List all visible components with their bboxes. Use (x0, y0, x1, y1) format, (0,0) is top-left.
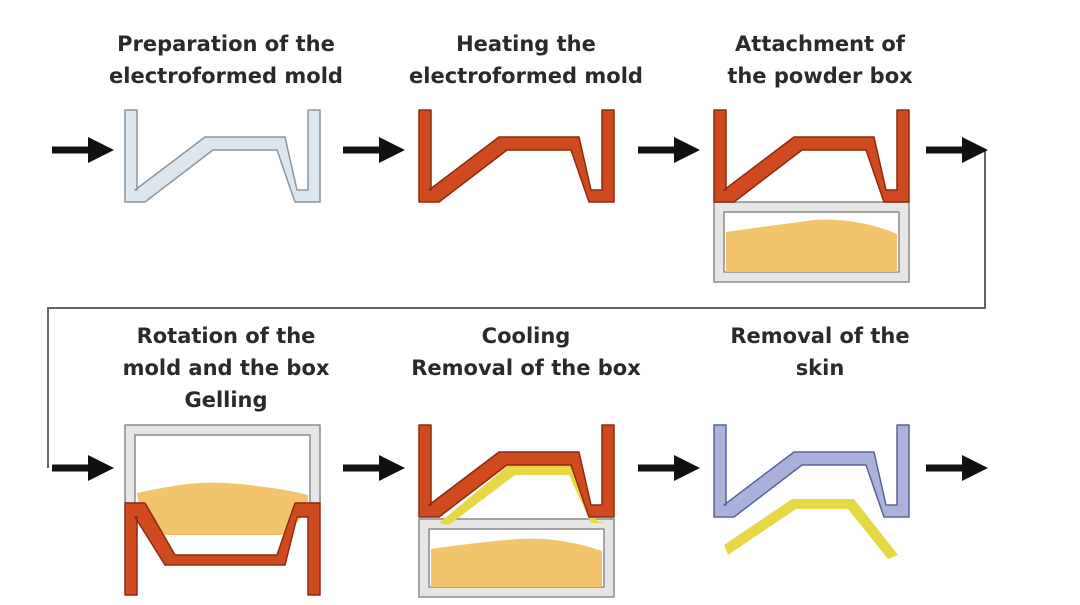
step-6-label-line-1: Removal of the (730, 324, 910, 348)
step-4-powder (137, 482, 308, 535)
step-6-skin (724, 499, 898, 559)
arrow-icon (926, 455, 988, 481)
step-2-label-line-2: electroformed mold (409, 64, 643, 88)
arrow-icon (638, 455, 700, 481)
step-3-powder-box (713, 201, 910, 283)
step-4-label: Rotation of the mold and the box Gelling (70, 320, 382, 416)
step-6-assembly (713, 424, 910, 559)
step-3-label-line-1: Attachment of (735, 32, 905, 56)
step-1-label-line-2: electroformed mold (109, 64, 343, 88)
arrow-icon (52, 455, 114, 481)
arrow-icon (52, 137, 114, 163)
step-5-mold (418, 424, 615, 518)
arrow-icon (343, 455, 405, 481)
step-5-skin (439, 465, 605, 525)
row-connector-line (47, 150, 986, 468)
step-4-label-line-3: Gelling (184, 388, 268, 412)
step-6-mold (713, 424, 910, 518)
step-3-label: Attachment of the powder box (664, 28, 976, 92)
step-5-powder-box (418, 518, 615, 598)
step-4-assembly (124, 424, 321, 596)
step-4-mold (124, 502, 321, 596)
arrow-icon (638, 137, 700, 163)
step-6-label: Removal of the skin (664, 320, 976, 384)
step-1-mold (124, 109, 321, 203)
step-6-label-line-2: skin (795, 356, 845, 380)
step-3-label-line-2: the powder box (727, 64, 913, 88)
step-2-label: Heating the electroformed mold (370, 28, 682, 92)
step-2-mold (418, 109, 615, 203)
step-5-powder (431, 538, 602, 587)
step-3-powder (726, 219, 897, 272)
step-5-label-line-2: Removal of the box (411, 356, 641, 380)
step-3-mold (713, 109, 910, 203)
arrow-icon (926, 137, 988, 163)
step-4-label-line-2: mold and the box (122, 356, 330, 380)
step-1-label: Preparation of the electroformed mold (70, 28, 382, 92)
step-5-assembly (418, 424, 615, 598)
step-2-label-line-1: Heating the (456, 32, 596, 56)
step-5-label-line-1: Cooling (481, 324, 571, 348)
step-3-assembly (713, 109, 910, 283)
step-1-label-line-1: Preparation of the (117, 32, 335, 56)
arrow-icon (343, 137, 405, 163)
step-5-label: Cooling Removal of the box (370, 320, 682, 384)
step-4-label-line-1: Rotation of the (136, 324, 316, 348)
